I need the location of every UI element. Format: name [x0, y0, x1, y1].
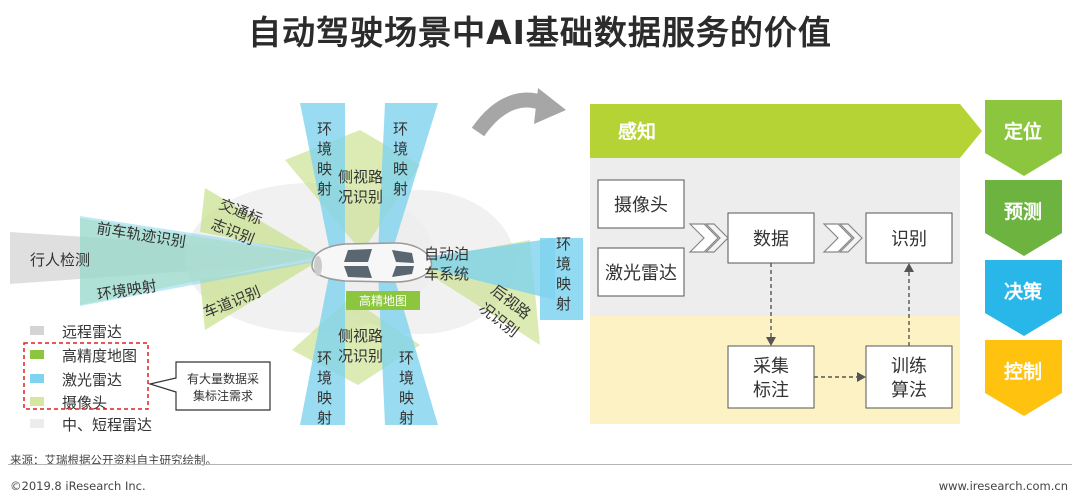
- legend-label-short-range-radar: 中、短程雷达: [62, 416, 152, 434]
- stage-label-decide: 决策: [1004, 280, 1043, 303]
- lidar-zone-top-right: [378, 103, 438, 252]
- collect-box-line2: 标注: [753, 380, 789, 401]
- legend-label-long-range-radar: 远程雷达: [62, 323, 122, 341]
- zone-parking-line2: 车系统: [424, 265, 469, 283]
- copyright: ©2019.8 iResearch Inc.: [10, 479, 146, 493]
- zone-env-map-bottom-right-2: 境: [399, 369, 414, 387]
- legend-swatch-hd-map: [30, 350, 44, 359]
- lidar-zone-right: [420, 238, 555, 300]
- zone-env-map-top-left-3: 映: [317, 160, 332, 178]
- zone-pedestrian-detection: 行人检测: [30, 251, 90, 269]
- callout: 有大量数据采 集标注需求: [147, 361, 271, 411]
- legend-swatch-short-range-radar: [30, 419, 44, 428]
- legend: 远程雷达 高精度地图 激光雷达 摄像头 中、短程雷达: [23, 323, 152, 434]
- website: www.iresearch.com.cn: [938, 479, 1068, 493]
- hd-map-label: 高精地图: [359, 293, 407, 308]
- flow-panel: 感知 摄像头 激光雷达 数据 识别 采集 标注 训练 算法: [590, 104, 982, 424]
- stage-arrows: 定位 预测 决策 控制: [985, 100, 1062, 416]
- train-box-line2: 算法: [891, 380, 927, 401]
- zone-env-map-right-2: 境: [556, 255, 571, 273]
- sensor-map: 高精地图 行人检测 前车轨迹识别 环境映射 交通标 志识别 车道识别 环 境 映…: [10, 103, 583, 434]
- zone-env-map-bottom-right-4: 射: [399, 409, 414, 427]
- perception-banner: [590, 104, 982, 158]
- collect-label-box: [727, 345, 815, 409]
- stage-label-control: 控制: [1004, 360, 1042, 383]
- perception-label: 感知: [618, 120, 656, 143]
- hd-map-badge: [346, 291, 420, 310]
- collect-box-line1: 采集: [753, 356, 789, 377]
- zone-env-map-top-left-1: 环: [317, 120, 332, 138]
- stage-label-predict: 预测: [1004, 201, 1042, 223]
- recognition-box-label: 识别: [891, 229, 927, 250]
- recognition-box: [865, 212, 953, 264]
- arrow-down-icon: [766, 337, 776, 346]
- stage-arrow-predict: [985, 180, 1062, 256]
- zone-env-map-top-left-4: 射: [317, 180, 332, 198]
- page-title: 自动驾驶场景中AI基础数据服务的价值: [248, 13, 832, 52]
- train-box: [865, 345, 953, 409]
- zone-env-map-bottom-left-4: 射: [317, 409, 332, 427]
- lidar-zone-bottom-left: [300, 270, 345, 425]
- chevron-right-icon: [838, 223, 863, 253]
- legend-swatch-camera: [30, 397, 44, 406]
- lidar-box-label: 激光雷达: [605, 263, 677, 284]
- camera-zone-traffic-sign: [200, 188, 320, 256]
- data-box-label: 数据: [753, 229, 789, 250]
- lidar-zone-far-right: [540, 238, 583, 320]
- callout-text-line2: 集标注需求: [193, 388, 253, 403]
- zone-env-map-top-right-3: 映: [393, 160, 408, 178]
- legend-label-hd-map: 高精度地图: [62, 347, 137, 365]
- transition-arrow-icon: [471, 88, 566, 137]
- stage-label-locate: 定位: [1004, 120, 1042, 143]
- zone-parking-line1: 自动泊: [424, 245, 469, 263]
- source-note: 来源：艾瑞根据公开资料自主研究绘制。: [10, 453, 217, 467]
- zone-env-map-right-4: 射: [556, 295, 571, 313]
- lidar-box: [597, 247, 685, 297]
- zone-env-map-bottom-right-3: 映: [399, 389, 414, 407]
- legend-label-lidar: 激光雷达: [62, 371, 122, 389]
- zone-side-top-line1: 侧视路: [338, 168, 383, 186]
- camera-box: [597, 179, 685, 229]
- arrow-right-icon: [857, 372, 866, 382]
- zone-env-map-top-right-2: 境: [393, 140, 408, 158]
- zone-env-map-right-1: 环: [556, 235, 571, 253]
- stage-arrow-control: [985, 340, 1062, 416]
- stage-arrow-locate: [985, 100, 1062, 176]
- camera-box-label: 摄像头: [614, 195, 668, 216]
- zone-env-map-right-3: 映: [556, 275, 571, 293]
- zone-side-bottom-line1: 侧视路: [338, 327, 383, 345]
- zone-side-top-line2: 况识别: [338, 188, 383, 206]
- legend-label-camera: 摄像头: [62, 394, 107, 412]
- zone-env-map-bottom-left-3: 映: [317, 389, 332, 407]
- zone-env-map-bottom-left-2: 境: [317, 369, 332, 387]
- car-icon: [311, 242, 433, 283]
- zone-env-map-top-right-4: 射: [393, 180, 408, 198]
- zone-env-map-bottom-right-1: 环: [399, 349, 414, 367]
- stage-arrow-decide: [985, 260, 1062, 336]
- legend-swatch-lidar: [30, 374, 44, 383]
- chevron-right-icon: [704, 223, 729, 253]
- zone-env-map-bottom-left-1: 环: [317, 349, 332, 367]
- lidar-zone-front: [80, 216, 315, 306]
- chevron-right-icon: [688, 223, 719, 253]
- footer-divider: [8, 464, 1072, 465]
- legend-highlight-box: [23, 342, 149, 410]
- zone-env-map-top-right-1: 环: [393, 120, 408, 138]
- zone-env-map-top-left-2: 境: [317, 140, 332, 158]
- zone-side-bottom-line2: 况识别: [338, 347, 383, 365]
- arrow-up-icon: [904, 263, 914, 272]
- chevron-right-icon: [822, 223, 853, 253]
- callout-text-line1: 有大量数据采: [187, 371, 259, 386]
- dashed-connectors: [770, 263, 910, 378]
- train-box-line1: 训练: [891, 356, 927, 377]
- lidar-zone-top-left: [300, 103, 345, 252]
- legend-swatch-long-range-radar: [30, 326, 44, 335]
